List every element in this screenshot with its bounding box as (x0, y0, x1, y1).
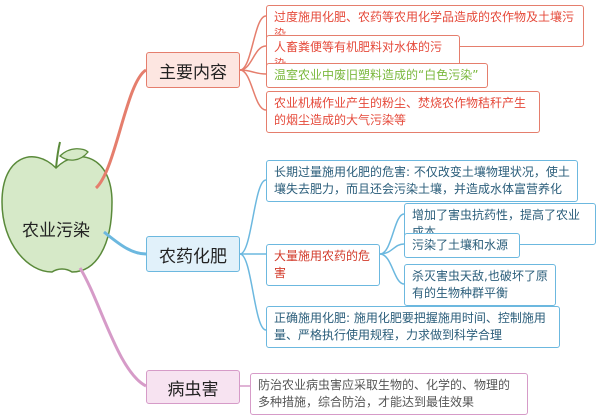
branch-pesticide-fertilizer[interactable]: 农药化肥 (146, 236, 240, 272)
pesticide-subitem-3: 杀灭害虫天敌,也破坏了原有的生物种群平衡 (404, 264, 556, 306)
apple-stem (55, 141, 61, 169)
apple-leaf (59, 148, 89, 161)
connectors-pesticide-items (239, 179, 267, 331)
apple-body (1, 156, 113, 273)
connector-pesticide (103, 230, 147, 256)
connector-main (94, 68, 147, 190)
pesticide-item-2: 大量施用农药的危害 (266, 244, 380, 286)
apple-icon (1, 141, 113, 273)
root-label: 农业污染 (22, 221, 90, 241)
connectors-main-items (239, 15, 267, 111)
connector-pest (78, 267, 147, 388)
main-item-3: 温室农业中废旧塑料造成的“白色污染” (266, 63, 488, 88)
pest-item-1: 防治农业病虫害应采取生物的、化学的、物理的多种措施，综合防治，才能达到最佳效果 (250, 373, 528, 415)
connectors-pesticide-subitems (379, 213, 405, 285)
branch-main-content[interactable]: 主要内容 (146, 52, 240, 88)
pesticide-item-3: 正确施用化肥: 施用化肥要把握施用时间、控制施用量、严格执行使用规程，力求做到科… (266, 306, 560, 348)
pesticide-item-1: 长期过量施用化肥的危害: 不仅改变土壤物理状况，使土壤失去肥力，而且还会污染土壤… (266, 160, 578, 202)
main-item-4: 农业机械作业产生的粉尘、焚烧农作物秸秆产生的烟尘造成的大气污染等 (266, 91, 540, 133)
pesticide-subitem-2: 污染了土壤和水源 (404, 233, 520, 258)
branch-pests[interactable]: 病虫害 (146, 370, 240, 404)
